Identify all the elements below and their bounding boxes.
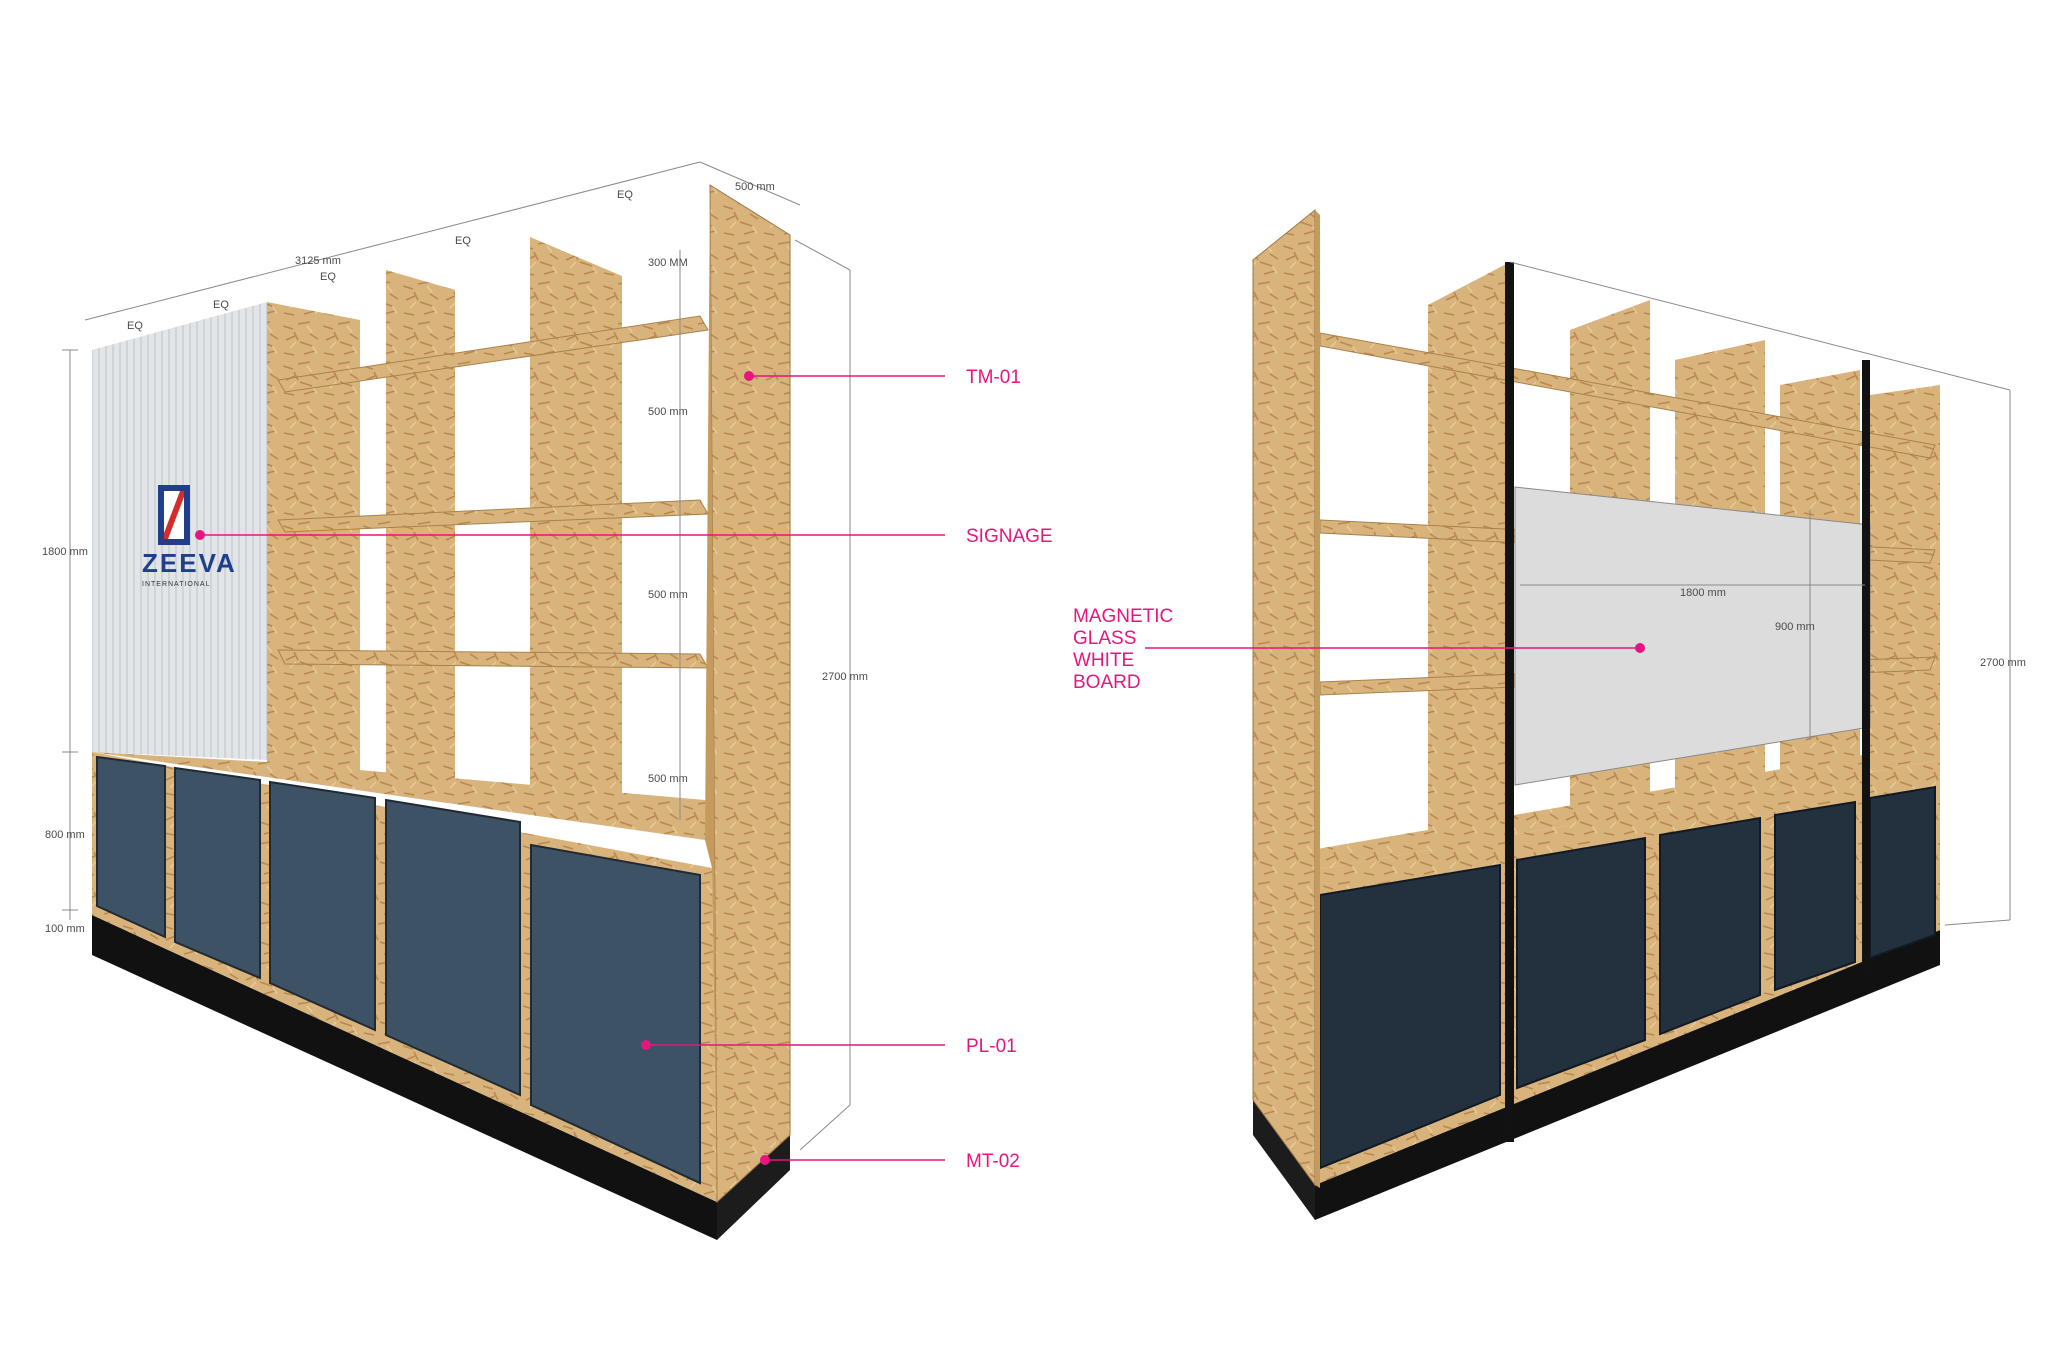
callout-pl-01-label: PL-01	[966, 1036, 1017, 1057]
callout-tm-01-label: TM-01	[966, 367, 1021, 388]
right-shelving-unit: 1800 mm 900 mm 2700 mm MAGNETIC GLASS WH…	[1073, 208, 2026, 1220]
right-door-2	[1516, 836, 1646, 1090]
right-plinth-front	[1315, 930, 1940, 1220]
left-door-4	[385, 798, 521, 1097]
left-end-panel	[709, 184, 791, 1204]
dim-height-plinth: 100 mm	[45, 923, 85, 935]
dim-eq-5: EQ	[617, 189, 633, 201]
callout-pl-01: PL-01	[641, 1036, 1017, 1057]
callout-mt-02: MT-02	[760, 1151, 1020, 1172]
dim-eq-1: EQ	[127, 320, 143, 332]
right-post-1	[1505, 262, 1514, 1142]
callout-signage: SIGNAGE	[195, 526, 1053, 547]
dim-shelf-1: 500 mm	[648, 406, 688, 418]
callout-whiteboard-line-2: GLASS	[1073, 628, 1136, 649]
left-cabinet-top	[92, 752, 790, 840]
dim-shelf-2: 500 mm	[648, 589, 688, 601]
dim-shelf-3: 500 mm	[648, 773, 688, 785]
callout-whiteboard-line-1: MAGNETIC	[1073, 606, 1173, 627]
left-end-panel-edge	[705, 185, 717, 1202]
dim-board-height: 900 mm	[1775, 621, 1815, 633]
left-plinth-front	[92, 915, 717, 1240]
callout-mt-02-label: MT-02	[966, 1151, 1020, 1172]
dim-height-upper: 1800 mm	[42, 546, 88, 558]
left-plinth-side	[717, 1135, 790, 1240]
zeeva-logo: ZEEVA INTERNATIONAL	[142, 485, 237, 588]
right-end-panel-back	[1315, 210, 1320, 1188]
dim-board-width: 1800 mm	[1680, 587, 1726, 599]
right-door-4	[1774, 800, 1856, 992]
dim-eq-2: EQ	[213, 299, 229, 311]
logo-brand-text: ZEEVA	[142, 548, 237, 578]
dim-depth: 500 mm	[735, 181, 775, 193]
left-door-5	[530, 843, 701, 1185]
right-post-2	[1862, 360, 1870, 975]
dim-height-total: 2700 mm	[822, 671, 868, 683]
dim-overall-width: 3125 mm	[295, 255, 341, 267]
right-door-5	[1869, 785, 1936, 960]
left-partition-3	[530, 237, 622, 820]
left-door-3	[269, 780, 376, 1032]
dim-eq-3: EQ	[320, 271, 336, 283]
right-partition-1	[1428, 262, 1510, 890]
right-partition-5	[1870, 385, 1940, 768]
dim-top-shelf: 300 MM	[648, 257, 688, 269]
callout-whiteboard-line-4: BOARD	[1073, 672, 1141, 693]
right-plinth-side	[1253, 1100, 1315, 1220]
callout-signage-label: SIGNAGE	[966, 526, 1053, 547]
logo-sub-text: INTERNATIONAL	[142, 581, 211, 588]
callout-whiteboard: MAGNETIC GLASS WHITE BOARD	[1073, 606, 1645, 693]
dim-height-cabinet: 800 mm	[45, 829, 85, 841]
callout-whiteboard-line-3: WHITE	[1073, 650, 1134, 671]
left-shelf-top	[277, 315, 709, 393]
left-shelving-unit: ZEEVA INTERNATIONAL 3125 mm 500 mm 2700 …	[42, 161, 1053, 1240]
callout-tm-01: TM-01	[744, 367, 1021, 388]
dim-right-height-total: 2700 mm	[1980, 657, 2026, 669]
right-cabinet-top	[1253, 752, 1940, 870]
right-door-3	[1659, 816, 1761, 1036]
left-door-2	[174, 766, 261, 980]
right-end-panel	[1252, 208, 1316, 1187]
dim-eq-4: EQ	[455, 235, 471, 247]
left-door-1	[96, 755, 166, 939]
